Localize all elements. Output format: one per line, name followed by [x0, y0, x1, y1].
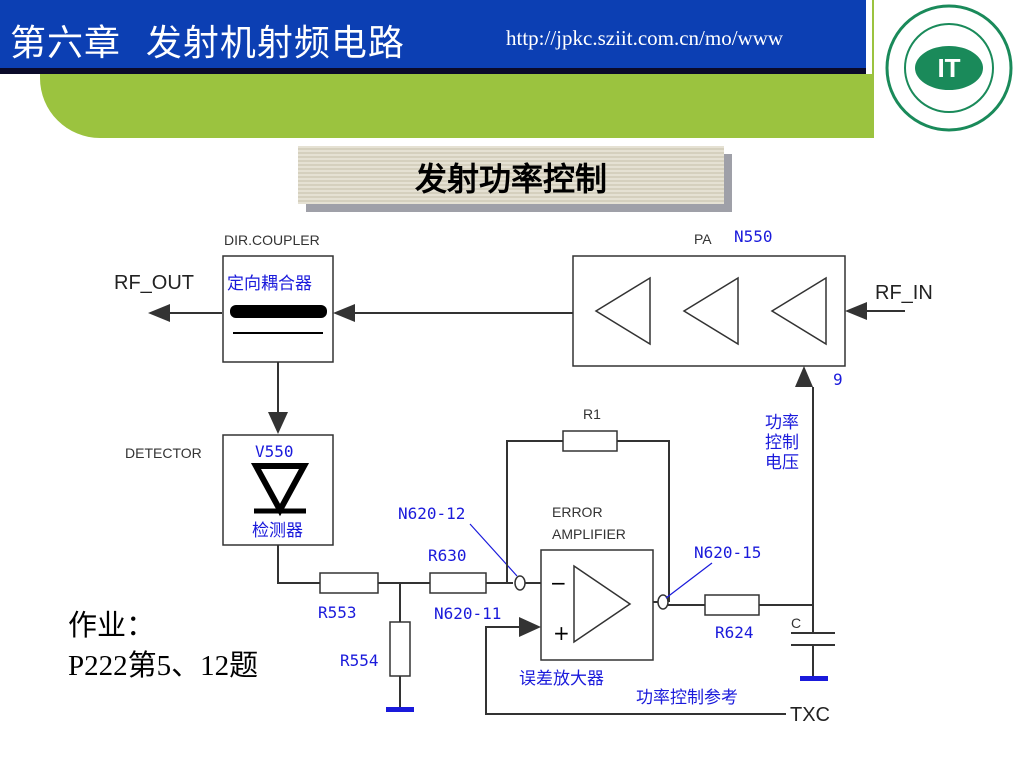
college-logo: IT: [872, 0, 1024, 138]
rf-in-arrow-icon: [845, 302, 867, 320]
rf-in-label: RF_IN: [875, 282, 933, 304]
homework-title: 作业：: [68, 610, 156, 642]
detector-label: DETECTOR: [125, 445, 202, 461]
homework-assignment: P222第5、12题: [68, 650, 259, 682]
r1-resistor: [562, 430, 618, 452]
r630-label: R630: [428, 546, 467, 565]
website-url[interactable]: http://jpkc.sziit.com.cn/mo/www: [506, 26, 784, 50]
pa-stage-2-triangle: [682, 276, 739, 346]
dir-coupler-cn-label: 定向耦合器: [227, 274, 312, 294]
n620-15-leader: [665, 562, 713, 599]
coupler-input-arrow-icon: [333, 304, 355, 322]
detector-input-arrow-icon: [268, 412, 288, 434]
error-amp-label-2: AMPLIFIER: [552, 526, 626, 542]
r624-resistor: [704, 594, 760, 616]
homework-note: 作业： P222第5、12题: [68, 606, 258, 686]
chapter-title: 第六章 发射机射频电路: [10, 23, 405, 64]
r553-resistor: [319, 572, 379, 594]
power-ctrl-ref-label: 功率控制参考: [636, 688, 738, 708]
error-amplifier-block: [540, 549, 654, 661]
n620-12-label: N620-12: [398, 504, 465, 523]
pa-control-arrow-icon: [795, 366, 813, 387]
pin-12-node: [514, 575, 526, 591]
r1-label: R1: [583, 406, 601, 422]
error-amp-label-1: ERROR: [552, 504, 603, 520]
detector-cn-label: 检测器: [252, 521, 303, 541]
r630-resistor: [429, 572, 487, 594]
pin-15-node: [657, 594, 669, 610]
r624-label: R624: [715, 623, 754, 642]
slide-title: 发射功率控制: [414, 160, 607, 198]
sziit-logo-icon: IT: [885, 4, 1013, 132]
opamp-triangle-icon: [573, 564, 632, 644]
n620-15-label: N620-15: [694, 543, 761, 562]
opamp-plus-label: +: [553, 621, 570, 645]
r1-left-wire: [506, 440, 563, 583]
r554-ground-icon: [386, 707, 414, 712]
rf-out-label: RF_OUT: [114, 272, 194, 294]
pa-pin-9-label: 9: [833, 370, 843, 389]
pa-id-label: N550: [734, 227, 773, 246]
r554-resistor: [389, 621, 411, 677]
slide-title-box: 发射功率控制: [298, 146, 724, 204]
r553-label: R553: [318, 603, 357, 622]
header-accent-band: [40, 74, 878, 138]
power-ctrl-voltage-label-2: 控制: [765, 433, 799, 453]
detector-id-label: V550: [255, 442, 294, 461]
txc-label: TXC: [790, 704, 830, 726]
dir-coupler-label: DIR.COUPLER: [224, 232, 320, 248]
power-ctrl-voltage-label-1: 功率: [765, 413, 799, 433]
r1-right-wire: [617, 440, 670, 602]
pa-block: [572, 255, 846, 367]
pa-stage-3-triangle: [770, 276, 827, 346]
detector-diode-icon: [250, 463, 310, 517]
plus-input-arrow-icon: [519, 617, 541, 637]
rf-out-arrow-icon: [148, 304, 170, 322]
opamp-minus-label: −: [550, 571, 567, 595]
n620-11-label: N620-11: [434, 604, 501, 623]
n620-12-leader: [469, 523, 518, 577]
coupler-main-line: [230, 305, 327, 318]
header-bar: 第六章 发射机射频电路 http://jpkc.sziit.com.cn/mo/…: [0, 0, 866, 74]
capacitor-label: C: [791, 615, 801, 631]
pa-label: PA: [694, 231, 712, 247]
capacitor-ground-icon: [800, 676, 828, 681]
pa-stage-1-triangle: [594, 276, 651, 346]
power-ctrl-voltage-label-3: 电压: [765, 453, 799, 473]
r554-label: R554: [340, 651, 379, 670]
detector-output-wire: [277, 545, 320, 584]
txc-reference-wire: [485, 626, 786, 715]
logo-text: IT: [937, 53, 960, 83]
error-amp-cn-label: 误差放大器: [519, 669, 604, 689]
